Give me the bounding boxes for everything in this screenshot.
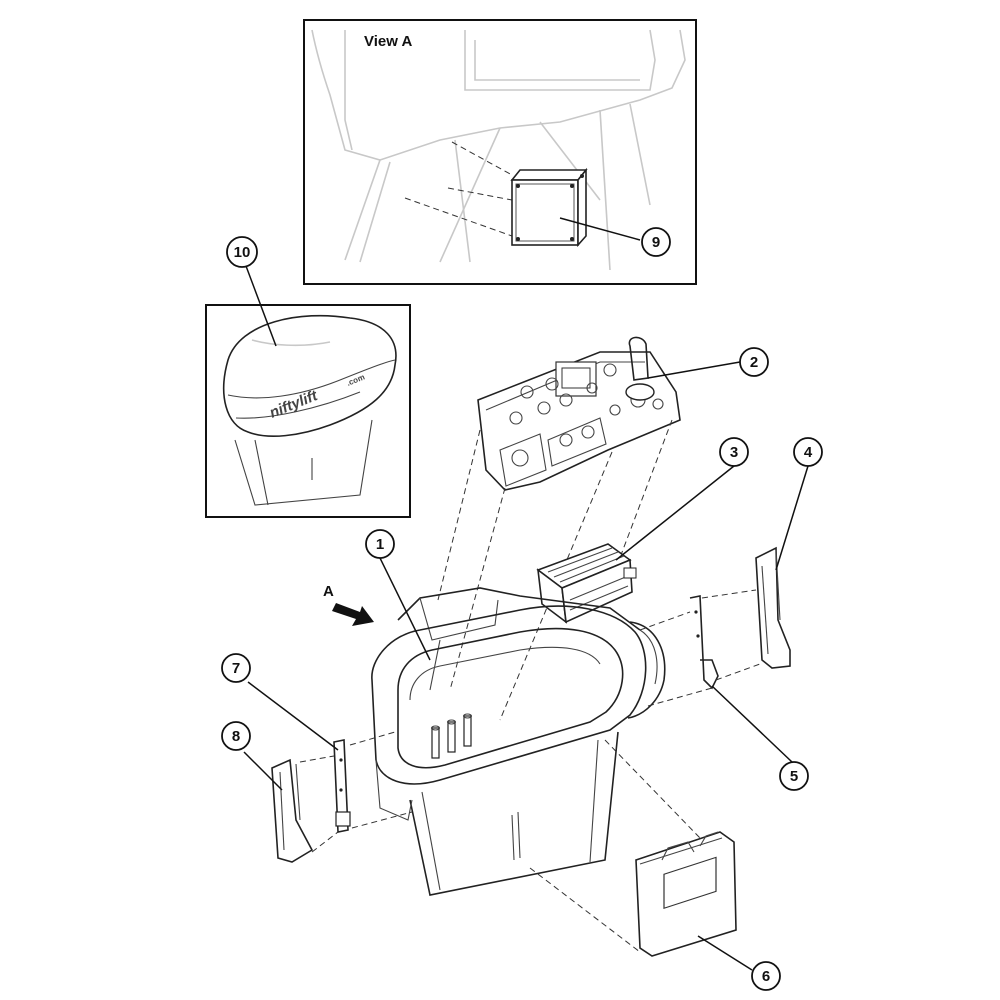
callout-2-label: 2 xyxy=(750,354,758,371)
callout-9-label: 9 xyxy=(652,234,660,251)
right-rail-guard xyxy=(755,546,791,669)
left-bracket xyxy=(333,739,351,833)
platform-basket xyxy=(371,587,666,896)
callout-3: 3 xyxy=(719,437,749,467)
left-rail-guard xyxy=(271,758,314,863)
junction-box xyxy=(510,167,588,248)
callout-8: 8 xyxy=(221,721,251,751)
control-module xyxy=(536,543,637,624)
callout-5-label: 5 xyxy=(790,768,798,785)
direction-marker-label: A xyxy=(323,583,334,600)
callout-4-label: 4 xyxy=(804,444,813,461)
callout-3-label: 3 xyxy=(730,444,738,461)
control-panel xyxy=(477,336,681,491)
direction-marker-a: A xyxy=(323,583,374,626)
callout-6-label: 6 xyxy=(762,968,770,985)
callout-1-label: 1 xyxy=(376,536,384,553)
manual-case xyxy=(635,831,737,957)
callout-7: 7 xyxy=(221,653,251,683)
callout-8-label: 8 xyxy=(232,728,240,745)
protective-cover xyxy=(222,314,397,437)
cover-inset: niftylift .com xyxy=(205,304,411,518)
callout-2: 2 xyxy=(739,347,769,377)
view-a-inset: View A xyxy=(303,19,697,285)
view-a-title: View A xyxy=(364,33,413,50)
callout-1: 1 xyxy=(365,529,395,559)
callout-9: 9 xyxy=(641,227,671,257)
callout-6: 6 xyxy=(751,961,781,991)
leader-lines xyxy=(243,217,809,971)
right-bracket xyxy=(689,595,719,690)
callout-10: 10 xyxy=(226,236,258,268)
callout-7-label: 7 xyxy=(232,660,240,677)
callout-10-label: 10 xyxy=(234,244,251,261)
callout-4: 4 xyxy=(793,437,823,467)
callout-5: 5 xyxy=(779,761,809,791)
